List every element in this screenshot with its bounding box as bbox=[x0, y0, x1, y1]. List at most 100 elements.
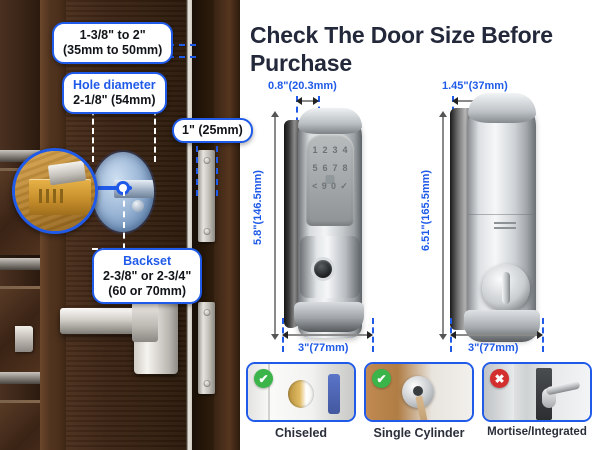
card-thumbnail-chiseled: ✔ bbox=[246, 362, 356, 422]
arrow-left-icon bbox=[450, 331, 456, 339]
compatibility-card: ✔ Single Cylinder bbox=[364, 362, 474, 446]
keypad-row-2: 5 6 7 8 bbox=[310, 164, 350, 173]
hole-diameter-header: Hole diameter bbox=[73, 78, 156, 92]
strike-plate-art bbox=[328, 374, 340, 414]
door-photo-panel bbox=[0, 0, 240, 450]
keypad-row-3: < 9 0 ✓ bbox=[310, 182, 350, 191]
key-8: 8 bbox=[342, 163, 348, 173]
callout-door-thickness: 1-3/8" to 2" (35mm to 50mm) bbox=[52, 22, 174, 64]
arrow-right-icon bbox=[367, 331, 373, 339]
backset-line2: (60 or 70mm) bbox=[108, 283, 187, 298]
compatibility-card: ✔ Chiseled bbox=[246, 362, 356, 446]
lock-top-cap bbox=[468, 93, 536, 123]
door-edge bbox=[186, 0, 192, 450]
lever-arm bbox=[60, 308, 146, 334]
fig-a-width-top-label: 0.8"(20.3mm) bbox=[268, 80, 337, 92]
fig-b-depth-measure-line bbox=[454, 100, 482, 102]
lock-bottom-cap bbox=[464, 310, 540, 342]
door-frame bbox=[214, 0, 240, 450]
edge-guide-left bbox=[196, 146, 198, 196]
key-7: 7 bbox=[332, 163, 338, 173]
door-thickness-line1: 1-3/8" to 2" bbox=[79, 28, 146, 42]
key-back: < bbox=[312, 181, 318, 191]
key-5: 5 bbox=[312, 163, 318, 173]
card-label-chiseled: Chiseled bbox=[274, 426, 328, 440]
casing-highlight bbox=[0, 258, 46, 270]
casing-highlight bbox=[0, 372, 46, 384]
latch-slots bbox=[39, 189, 65, 203]
callout-edge-distance: 1" (25mm) bbox=[172, 118, 253, 143]
vent-bars-icon bbox=[494, 222, 516, 232]
key-6: 6 bbox=[322, 163, 328, 173]
key-3: 3 bbox=[332, 145, 338, 155]
edge-distance-value: 1" (25mm) bbox=[182, 123, 243, 137]
backset-guide-vertical bbox=[123, 190, 125, 260]
fig-b-width-bottom-label: 3"(77mm) bbox=[468, 342, 519, 354]
fig-a-height-measure-line bbox=[274, 116, 276, 338]
lock-top-cap bbox=[298, 108, 362, 134]
key-confirm: ✓ bbox=[340, 181, 348, 191]
card-label-mortise: Mortise/Integrated bbox=[487, 426, 587, 438]
interior-lock-render bbox=[450, 93, 540, 342]
status-badge-cross-icon: ✖ bbox=[490, 369, 509, 388]
arrow-up-icon bbox=[271, 111, 279, 117]
strike-plate-lower bbox=[198, 302, 215, 394]
fig-a-height-label: 5.8"(146.5mm) bbox=[252, 170, 264, 246]
fig-b-width-guide-right bbox=[542, 318, 544, 352]
touchscreen-keypad: 1 2 3 4 5 6 7 8 < 9 bbox=[306, 134, 354, 226]
keyhole-icon bbox=[314, 260, 332, 278]
magnifier-connector bbox=[96, 186, 132, 190]
lock-body-seam bbox=[468, 214, 536, 215]
compatibility-card-list: ✔ Chiseled ✔ Single Cylinder bbox=[246, 362, 594, 446]
fig-a-depth-measure-line bbox=[298, 100, 318, 102]
card-thumbnail-mortise: ✖ bbox=[482, 362, 592, 422]
arrow-up-icon bbox=[439, 111, 447, 117]
hole-guide-right bbox=[154, 100, 156, 162]
fig-b-width-measure-line bbox=[454, 334, 540, 336]
backset-line1: 2-3/8" or 2-3/4" bbox=[103, 268, 192, 283]
fig-b-width-top-label: 1.45"(37mm) bbox=[442, 80, 508, 92]
arrow-left-icon bbox=[282, 331, 288, 339]
status-badge-check-icon: ✔ bbox=[372, 369, 391, 388]
strike-tab bbox=[15, 326, 33, 352]
screw-icon bbox=[203, 228, 210, 235]
chiseled-door-art bbox=[248, 364, 354, 420]
lock-side-profile bbox=[284, 120, 301, 328]
card-thumbnail-single-cylinder: ✔ bbox=[364, 362, 474, 422]
arrow-left-icon bbox=[296, 97, 302, 105]
status-badge-check-icon: ✔ bbox=[254, 369, 273, 388]
keypad-row-1: 1 2 3 4 bbox=[310, 146, 350, 155]
lock-side-profile bbox=[450, 108, 472, 330]
lock-dimension-figures: 0.8"(20.3mm) 5.8"(146.5mm) 1 bbox=[240, 78, 600, 358]
fig-b-height-measure-line bbox=[442, 116, 444, 338]
hole-guide-left bbox=[92, 100, 94, 162]
hole-diameter-value: 2-1/8" (54mm) bbox=[73, 92, 156, 107]
keypad-center-glyph-icon bbox=[325, 175, 335, 184]
key-1: 1 bbox=[312, 145, 318, 155]
latch-closeup-magnifier bbox=[12, 148, 98, 234]
screw-icon bbox=[132, 200, 144, 212]
door-thickness-line2: (35mm to 50mm) bbox=[63, 42, 163, 57]
key-2: 2 bbox=[322, 145, 328, 155]
callout-hole-diameter: Hole diameter 2-1/8" (54mm) bbox=[62, 72, 167, 114]
casing-panel bbox=[0, 400, 46, 450]
figure-interior-lock: 1.45"(37mm) 6.51"(165.5mm) bbox=[416, 78, 584, 358]
fig-a-depth-guide-left bbox=[296, 96, 298, 134]
figure-exterior-lock: 0.8"(20.3mm) 5.8"(146.5mm) 1 bbox=[246, 78, 414, 358]
brass-bore-art bbox=[288, 380, 314, 408]
lever-knuckle bbox=[132, 302, 158, 342]
strike-plate-upper bbox=[198, 150, 215, 242]
exterior-lock-render: 1 2 3 4 5 6 7 8 < 9 bbox=[284, 108, 364, 338]
thumbturn-knob bbox=[482, 264, 530, 312]
key-4: 4 bbox=[342, 145, 348, 155]
keyhole-art bbox=[413, 386, 423, 396]
fig-a-width-bottom-label: 3"(77mm) bbox=[298, 342, 349, 354]
screw-icon bbox=[203, 380, 210, 387]
arrow-down-icon bbox=[439, 334, 447, 340]
arrow-right-icon bbox=[313, 97, 319, 105]
screw-icon bbox=[203, 157, 210, 164]
backset-header: Backset bbox=[123, 254, 172, 268]
fig-a-width-measure-line bbox=[286, 334, 370, 336]
page-title: Check The Door Size Before Purchase bbox=[250, 22, 553, 76]
screw-icon bbox=[203, 309, 210, 316]
